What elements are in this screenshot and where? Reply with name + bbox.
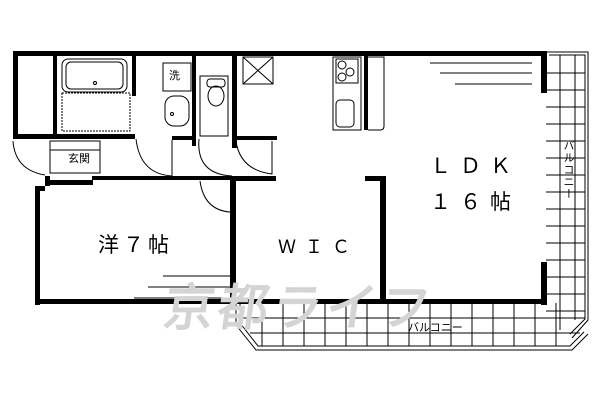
- doors: [12, 138, 273, 213]
- brick-pattern: [134, 62, 532, 299]
- washbasin: [162, 62, 192, 127]
- balcony-side-label: バルコニー: [562, 140, 575, 200]
- bathtub: [61, 58, 131, 132]
- ldk-size: １６帖: [430, 190, 520, 214]
- toilet: [199, 75, 229, 137]
- balcony-right: [546, 51, 589, 339]
- ldk-label: ＬＤＫ: [430, 154, 520, 178]
- pipe-shaft: [242, 56, 274, 85]
- watermark: 京都ライフ: [160, 279, 439, 337]
- wic-label: ＷＩＣ: [278, 237, 359, 258]
- laundry-label: 洗: [169, 69, 180, 82]
- balcony-bottom: [235, 303, 589, 351]
- walls: [13, 51, 547, 305]
- balcony-bottom-label: バルコニー: [408, 321, 463, 334]
- entrance-label: 玄関: [68, 152, 90, 165]
- western-room-label: 洋７帖: [98, 233, 173, 257]
- entrance-floor: [49, 140, 101, 174]
- kitchen-counter: [332, 56, 385, 131]
